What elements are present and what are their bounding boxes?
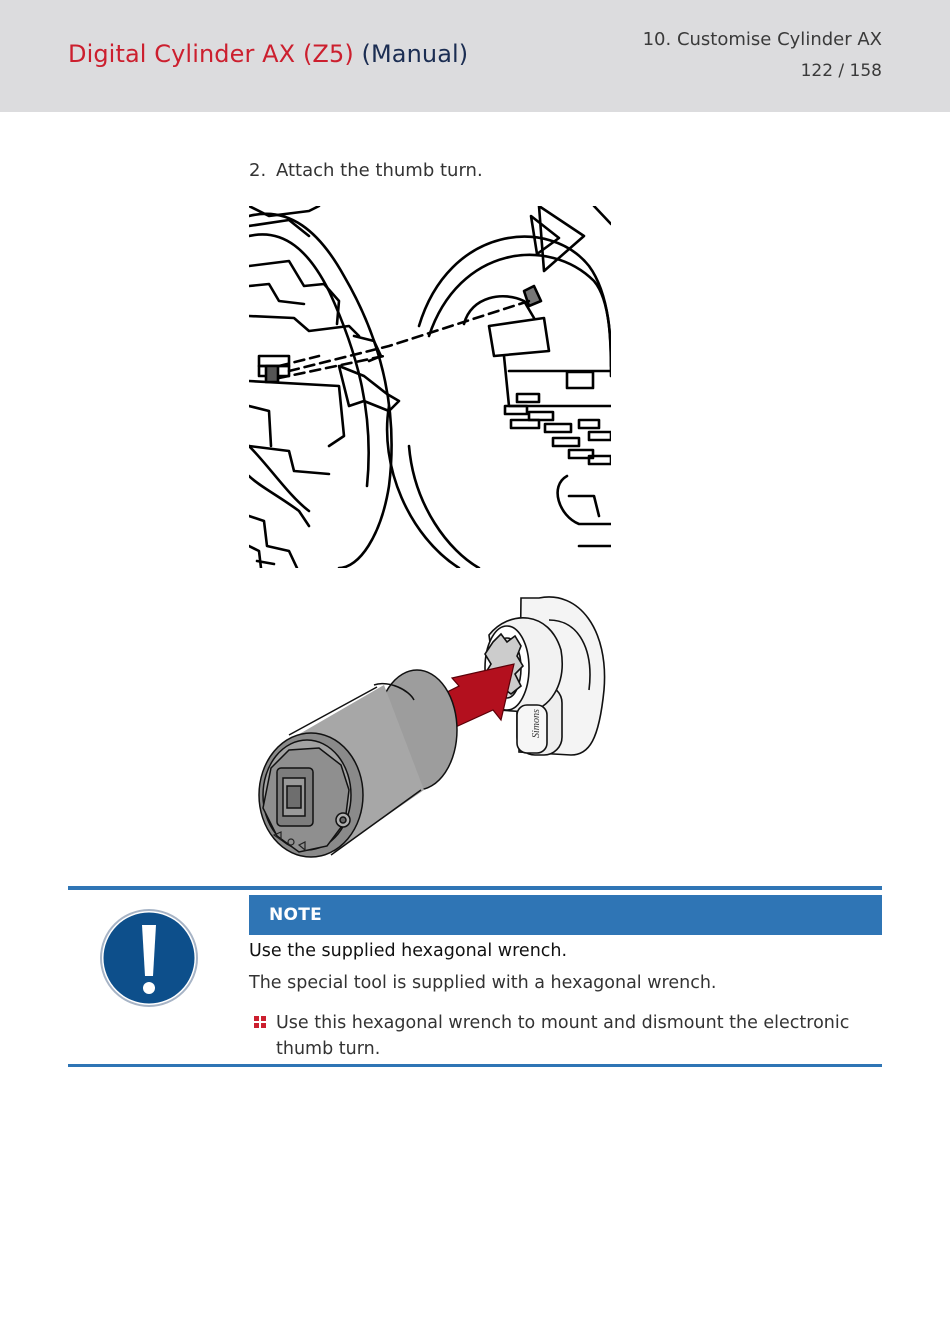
section-title: 10. Customise Cylinder AX [642, 29, 882, 50]
step-item: 2. Attach the thumb turn. [249, 160, 483, 181]
page-number: 122 / 158 [800, 61, 882, 81]
bullet-icon [254, 1016, 266, 1028]
step-text: Attach the thumb turn. [276, 160, 483, 181]
note-text: The special tool is supplied with a hexa… [249, 973, 717, 993]
step-number: 2. [249, 160, 267, 181]
closeup-line-drawing [249, 206, 611, 568]
thumb-turn-knob [258, 669, 458, 858]
thumb-turn-assembly-illustration: Simons [258, 596, 606, 858]
document-title-suffix: (Manual) [361, 40, 469, 68]
document-title-main: Digital Cylinder AX (Z5) [68, 40, 354, 68]
cylinder-brand-label: Simons [531, 709, 542, 738]
note-header-bar: NOTE [249, 895, 882, 935]
note-label: NOTE [269, 905, 323, 925]
exclamation-icon [100, 909, 198, 1007]
note-top-rule [68, 886, 882, 890]
page-header: Digital Cylinder AX (Z5) (Manual) 10. Cu… [0, 0, 950, 112]
note-heading: Use the supplied hexagonal wrench. [249, 941, 568, 961]
document-title: Digital Cylinder AX (Z5) (Manual) [68, 40, 468, 68]
note-bottom-rule [68, 1064, 882, 1067]
note-bullet-text: Use this hexagonal wrench to mount and d… [276, 1013, 850, 1059]
